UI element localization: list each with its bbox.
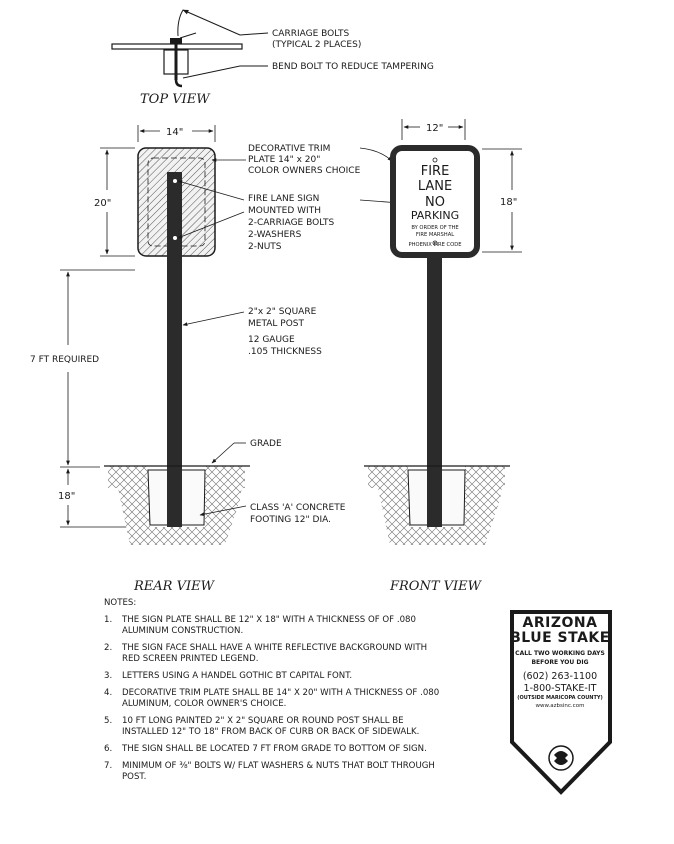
rear-view-caption: REAR VIEW xyxy=(133,579,216,594)
callout-bend: BEND BOLT TO REDUCE TAMPERING xyxy=(272,62,434,72)
blue-stake-url: www.azbsinc.com xyxy=(535,703,585,709)
sign-small-1: BY ORDER OF THE xyxy=(411,225,458,231)
shovel-emblem-icon xyxy=(548,745,574,771)
bent-bolt-end xyxy=(174,79,183,88)
note-num: 1. xyxy=(104,615,113,625)
note-item: 3. LETTERS USING A HANDEL GOTHIC BT CAPIT… xyxy=(104,671,444,682)
note-text: DECORATIVE TRIM PLATE SHALL BE 14" X 20"… xyxy=(122,688,440,709)
rear-dim-width: 14" xyxy=(166,127,183,138)
callout-mount-2: MOUNTED WITH xyxy=(248,206,321,216)
blue-stake-badge-outline xyxy=(510,610,612,795)
notes-list: 1. THE SIGN PLATE SHALL BE 12" X 18" WITH… xyxy=(104,615,444,783)
note-num: 5. xyxy=(104,716,113,726)
callout-post-3: 12 GAUGE xyxy=(248,335,295,345)
callout-trim-1: DECORATIVE TRIM xyxy=(248,144,330,154)
bolt-hole-bottom xyxy=(173,236,177,240)
note-item: 7. MINIMUM OF ⅜" BOLTS W/ FLAT WASHERS & … xyxy=(104,761,444,783)
note-num: 7. xyxy=(104,761,113,771)
bolt-head xyxy=(170,38,182,44)
callout-bolts-2: (TYPICAL 2 PLACES) xyxy=(272,40,361,50)
arizona-blue-stake-badge: ARIZONA BLUE STAKE CALL TWO WORKING DAYS… xyxy=(508,608,612,780)
callout-footing-1: CLASS 'A' CONCRETE xyxy=(250,503,346,513)
blue-stake-title-2: BLUE STAKE xyxy=(510,630,610,646)
note-item: 1. THE SIGN PLATE SHALL BE 12" X 18" WITH… xyxy=(104,615,444,637)
note-text: THE SIGN SHALL BE LOCATED 7 FT FROM GRAD… xyxy=(122,744,427,754)
callout-mount-4: 2-WASHERS xyxy=(248,230,302,240)
top-view: CARRIAGE BOLTS (TYPICAL 2 PLACES) BEND B… xyxy=(111,9,434,107)
blue-stake-outside: (OUTSIDE MARICOPA COUNTY) xyxy=(517,695,603,701)
sign-line-parking: PARKING xyxy=(411,209,459,222)
note-text: THE SIGN PLATE SHALL BE 12" X 18" WITH A… xyxy=(122,615,416,636)
callout-post-4: .105 THICKNESS xyxy=(248,347,322,357)
rear-dim-footing: 18" xyxy=(58,491,75,502)
callout-trim-2: PLATE 14" x 20" xyxy=(248,155,320,165)
sign-line-lane: LANE xyxy=(418,179,452,194)
blue-stake-phone-1: (602) 263-1100 xyxy=(522,671,598,682)
blue-stake-phone-2: 1-800-STAKE-IT xyxy=(523,683,597,694)
sign-line-no: NO xyxy=(425,195,445,210)
note-num: 4. xyxy=(104,688,113,698)
rear-view: 14" 20" 7 FT REQUIRED 18" D xyxy=(30,125,361,594)
callout-mount-1: FIRE LANE SIGN xyxy=(248,194,319,204)
blue-stake-text: ARIZONA BLUE STAKE CALL TWO WORKING DAYS… xyxy=(508,608,612,710)
rear-dim-post: 7 FT REQUIRED xyxy=(30,355,99,365)
note-text: LETTERS USING A HANDEL GOTHIC BT CAPITAL… xyxy=(122,671,353,681)
front-dim-width: 12" xyxy=(426,123,443,134)
note-item: 2. THE SIGN FACE SHALL HAVE A WHITE REFLE… xyxy=(104,643,444,665)
note-item: 4. DECORATIVE TRIM PLATE SHALL BE 14" X 2… xyxy=(104,688,444,710)
notes-section: NOTES: 1. THE SIGN PLATE SHALL BE 12" X 1… xyxy=(104,598,444,789)
callout-trim-3: COLOR OWNERS CHOICE xyxy=(248,166,361,176)
rear-dim-height: 20" xyxy=(94,198,111,209)
sign-line-fire: FIRE xyxy=(421,164,450,179)
callout-post-1: 2"x 2" SQUARE xyxy=(248,307,317,317)
callout-mount-3: 2-CARRIAGE BOLTS xyxy=(248,218,334,228)
front-post xyxy=(427,255,442,527)
callout-grade: GRADE xyxy=(250,439,282,449)
top-view-caption: TOP VIEW xyxy=(140,92,211,107)
callout-post-2: METAL POST xyxy=(248,319,305,329)
note-text: THE SIGN FACE SHALL HAVE A WHITE REFLECT… xyxy=(122,643,428,664)
callout-mount-5: 2-NUTS xyxy=(248,242,282,252)
note-num: 2. xyxy=(104,643,113,653)
note-item: 6. THE SIGN SHALL BE LOCATED 7 FT FROM GR… xyxy=(104,744,444,755)
bolt-hole-top xyxy=(173,179,177,183)
note-text: 10 FT LONG PAINTED 2" X 2" SQUARE OR ROU… xyxy=(122,716,420,737)
front-dim-height: 18" xyxy=(500,197,517,208)
front-view-caption: FRONT VIEW xyxy=(389,579,483,594)
note-item: 5. 10 FT LONG PAINTED 2" X 2" SQUARE OR R… xyxy=(104,716,444,738)
front-view: 12" 18" FIRE LANE NO PARKING BY ORDER OF… xyxy=(359,119,522,594)
blue-stake-call-2: BEFORE YOU DIG xyxy=(531,659,589,666)
note-num: 6. xyxy=(104,744,113,754)
note-text: MINIMUM OF ⅜" BOLTS W/ FLAT WASHERS & NU… xyxy=(122,761,435,782)
callout-bolts-1: CARRIAGE BOLTS xyxy=(272,29,349,39)
sign-small-2: FIRE MARSHAL xyxy=(416,232,454,238)
note-num: 3. xyxy=(104,671,113,681)
sign-small-3: PHOENIX FIRE CODE xyxy=(408,242,461,248)
callout-footing-2: FOOTING 12" DIA. xyxy=(250,515,331,525)
soil-left xyxy=(108,466,148,488)
rear-post xyxy=(167,172,182,527)
blue-stake-title-1: ARIZONA xyxy=(522,615,598,631)
blue-stake-call-1: CALL TWO WORKING DAYS xyxy=(515,650,605,657)
notes-header: NOTES: xyxy=(104,598,137,608)
